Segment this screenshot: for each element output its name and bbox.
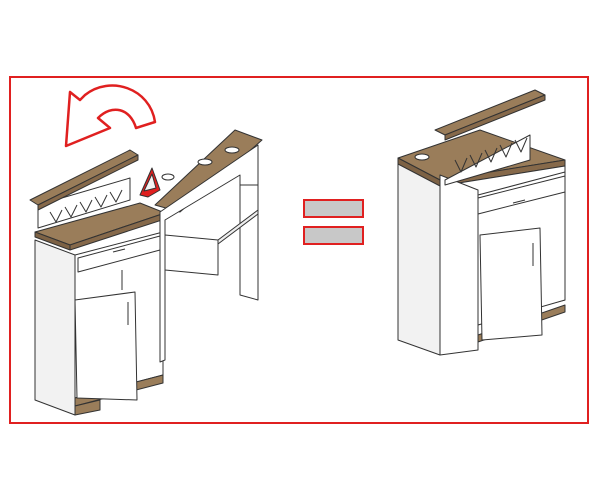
rotate-arrow-icon bbox=[64, 84, 157, 148]
equals-icon bbox=[303, 199, 364, 245]
assembled-cabinet bbox=[397, 89, 566, 356]
diagram-frame bbox=[9, 76, 589, 424]
left-cabinet-pair bbox=[29, 129, 263, 416]
